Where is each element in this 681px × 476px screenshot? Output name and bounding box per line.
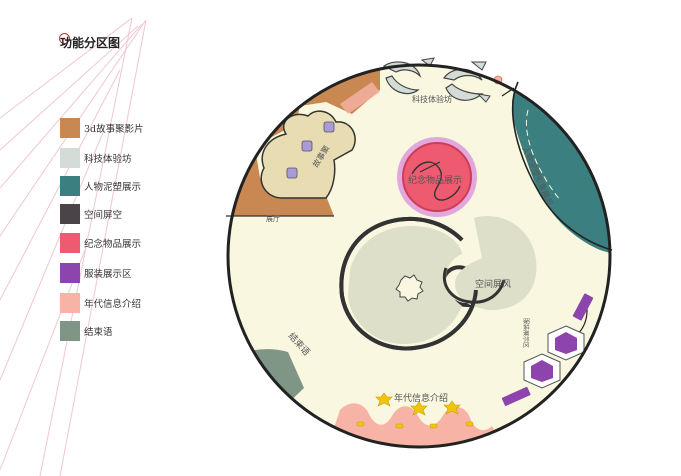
legend-label: 服装展示区 — [84, 269, 132, 280]
wall-figures — [511, 81, 613, 251]
legend-item-tech: 科技体验坊 — [60, 148, 220, 168]
legend-swatch — [60, 204, 80, 224]
legend-item-costume: 服装展示区 — [60, 263, 220, 283]
legend-item-ending: 结束语 — [60, 321, 220, 341]
legend-swatch — [60, 321, 80, 341]
label-costume: 服装展示区 — [522, 318, 530, 348]
title-ring-icon — [59, 33, 70, 44]
label-era: 年代信息介绍 — [394, 392, 448, 404]
legend-item-story-film: 3d故事聚影片 — [60, 118, 220, 138]
legend-swatch — [60, 118, 80, 138]
legend-item-space-screen: 空间屏空 — [60, 204, 220, 224]
zone-story-theatre — [260, 110, 356, 199]
legend-item-memorial: 纪念物品展示 — [60, 233, 220, 253]
legend-swatch — [60, 293, 80, 313]
legend-label: 3d故事聚影片 — [84, 124, 144, 135]
legend-label: 结束语 — [84, 327, 113, 338]
legend-label: 空间屏空 — [84, 210, 123, 221]
legend-swatch — [60, 263, 80, 283]
flower-icon — [395, 274, 424, 302]
legend-swatch — [60, 148, 80, 168]
era-info-lamps — [356, 421, 474, 429]
figure-path-line — [526, 109, 561, 201]
era-info-stars — [375, 392, 461, 416]
screen-inner-wall — [443, 267, 506, 304]
page-title: 功能分区图 — [60, 36, 121, 50]
legend-label: 科技体验坊 — [84, 154, 132, 165]
legend-item-figures: 人物泥塑展示 — [60, 176, 220, 196]
zone-ending — [228, 349, 304, 430]
memorial-path — [411, 161, 461, 201]
legend-swatch — [60, 233, 80, 253]
legend-swatch — [60, 176, 80, 196]
label-corridor: 展厅 — [266, 215, 280, 223]
label-memorial: 纪念物品展示 — [408, 174, 462, 186]
costume-hexagons — [523, 325, 585, 389]
legend-label: 年代信息介绍 — [84, 299, 142, 310]
theatre-seats — [286, 121, 335, 179]
label-screen: 空间屏风 — [475, 278, 511, 290]
plan-outline — [226, 63, 612, 449]
label-tech: 科技体验坊 — [412, 94, 452, 104]
legend-label: 人物泥塑展示 — [84, 182, 142, 193]
costume-racks — [501, 293, 594, 406]
zone-story-film-entrance — [340, 82, 380, 114]
legend-label: 纪念物品展示 — [84, 239, 142, 250]
space-screen-zone-right — [454, 215, 537, 311]
legend-item-era-info: 年代信息介绍 — [60, 293, 220, 313]
